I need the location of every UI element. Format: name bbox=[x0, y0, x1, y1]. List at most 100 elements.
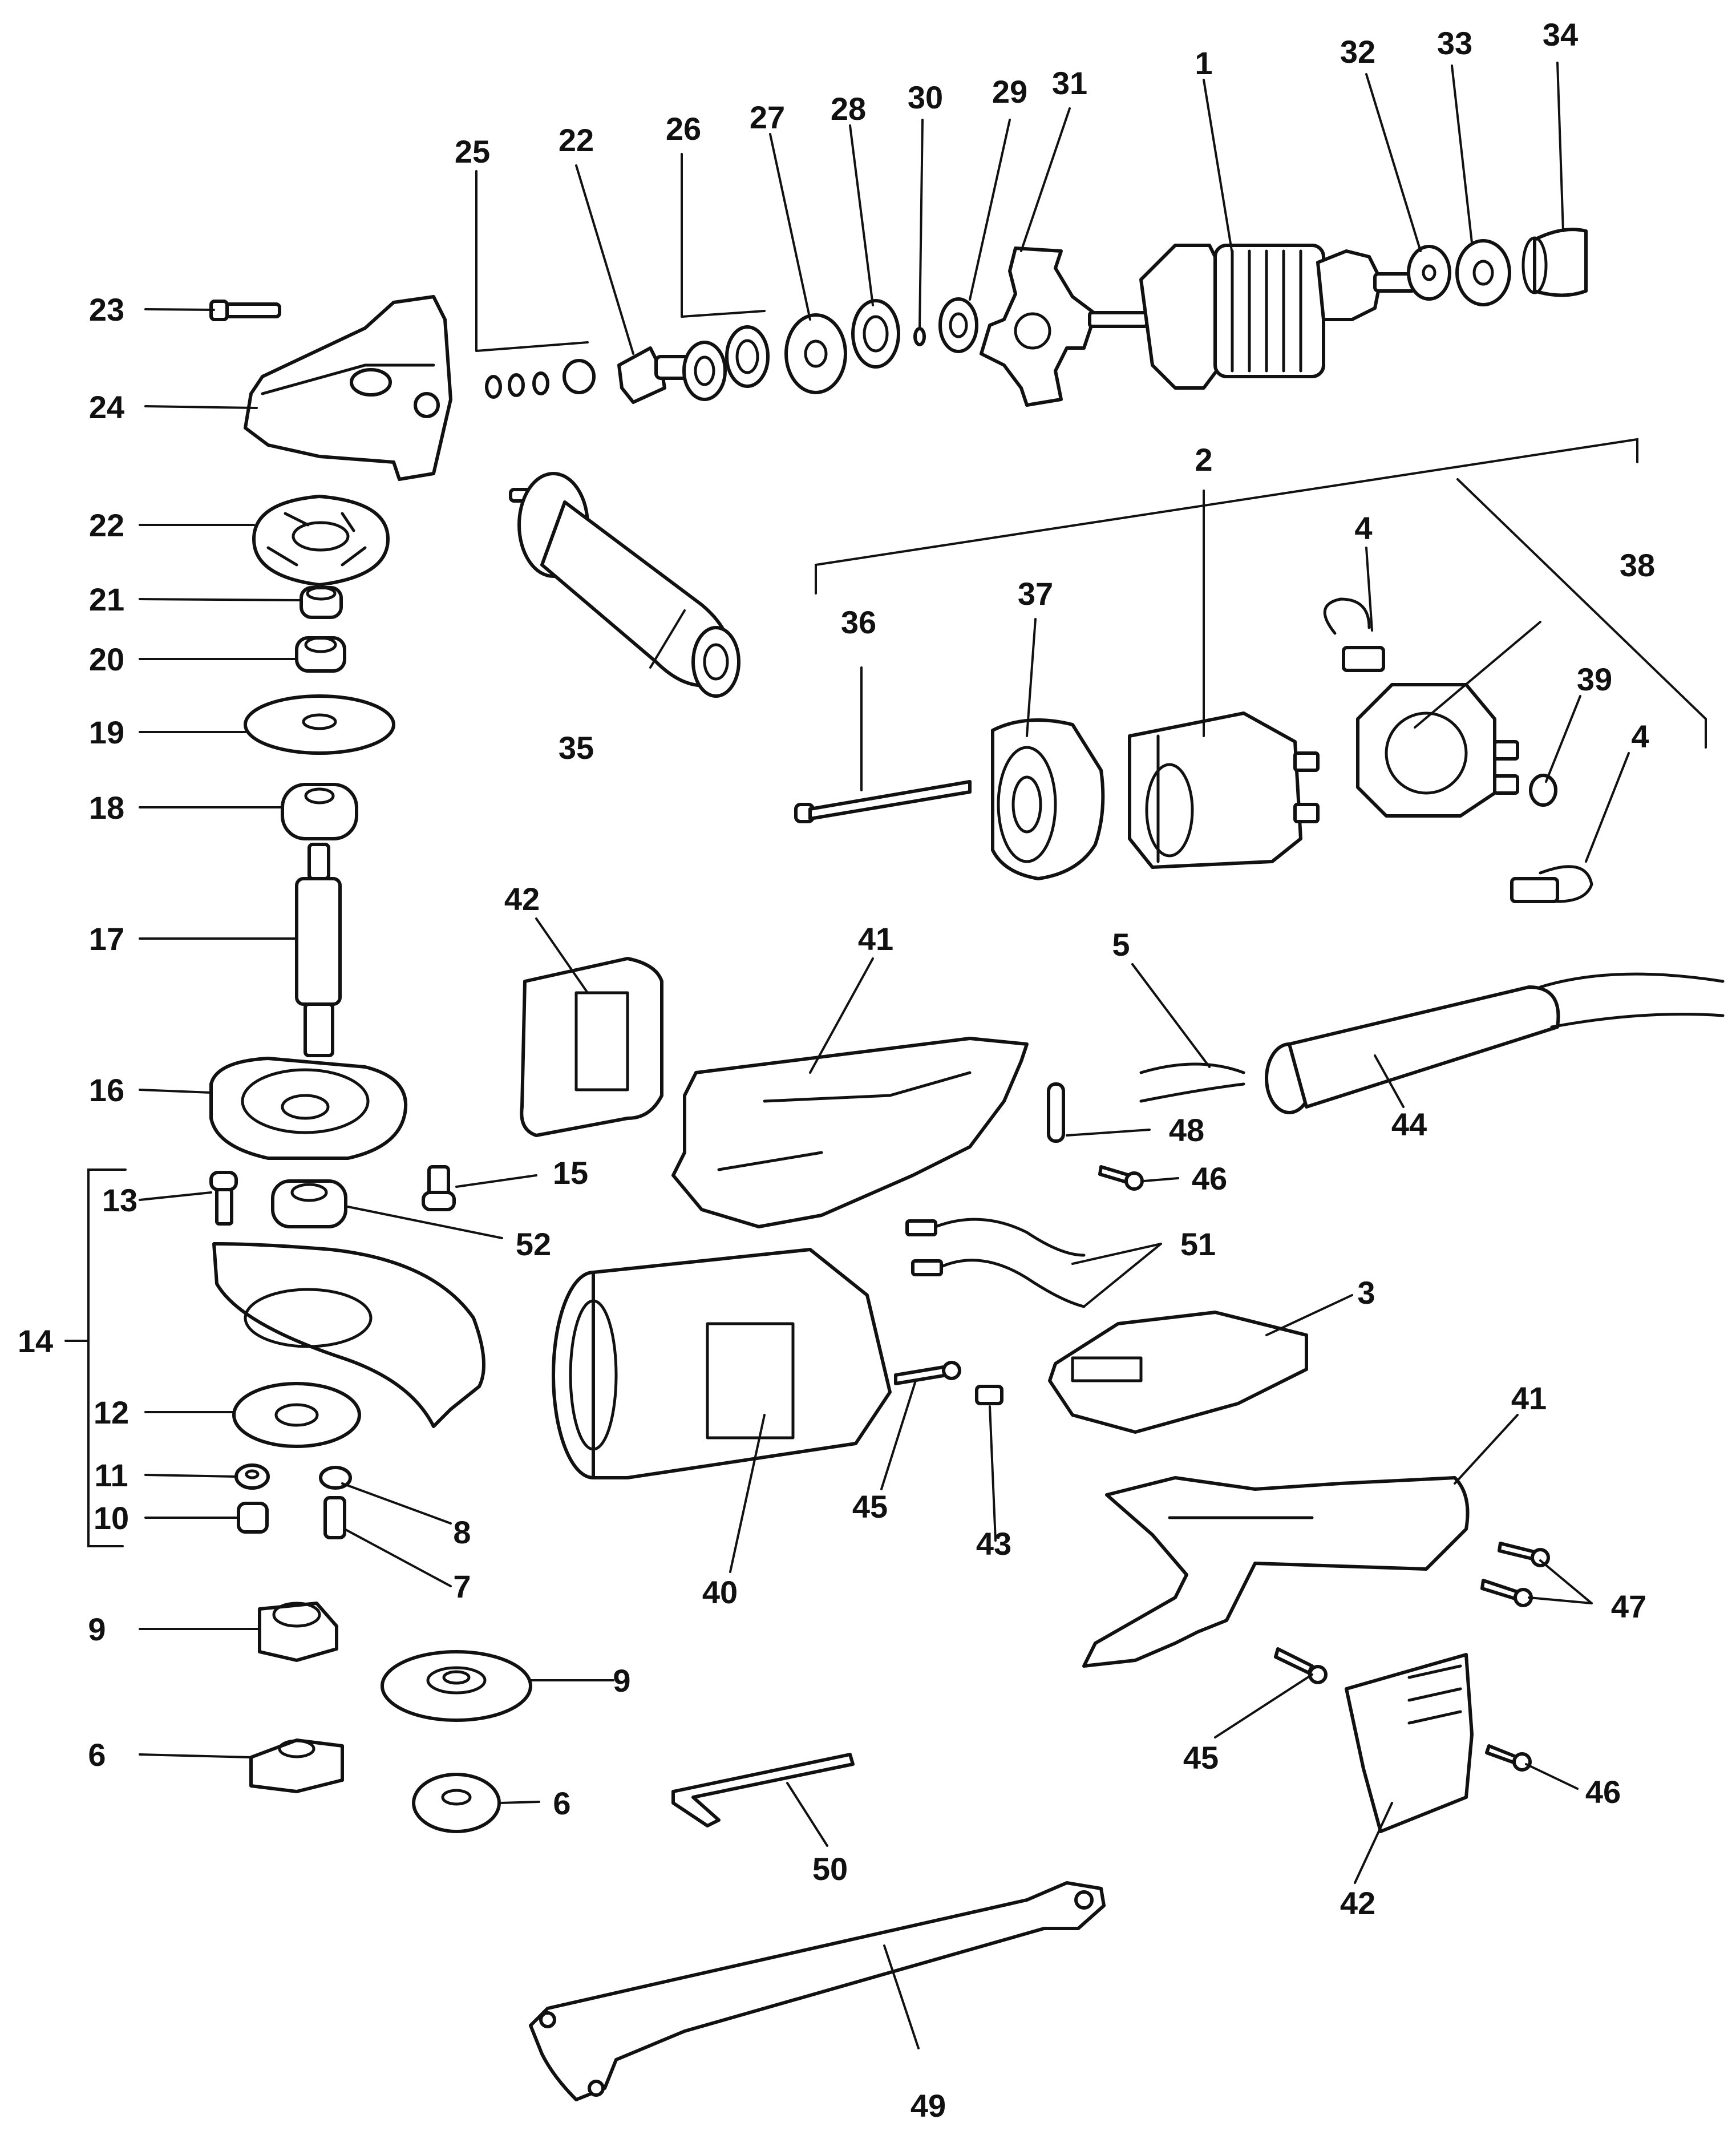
leader-lines bbox=[139, 62, 1630, 2049]
label-29: 29 bbox=[992, 74, 1027, 110]
label-8: 8 bbox=[453, 1514, 471, 1550]
label-2: 2 bbox=[1195, 442, 1212, 478]
label-39: 39 bbox=[1577, 661, 1612, 697]
part-2-stator bbox=[1128, 711, 1320, 869]
part-42-switch-cover-2 bbox=[1345, 1653, 1474, 1833]
label-27: 27 bbox=[750, 99, 785, 135]
label-1: 1 bbox=[1195, 45, 1212, 81]
part-25-spacers bbox=[485, 359, 596, 399]
label-30: 30 bbox=[908, 79, 943, 115]
part-17-spindle bbox=[295, 843, 342, 1057]
label-3: 3 bbox=[1357, 1275, 1375, 1311]
label-18: 18 bbox=[89, 790, 124, 826]
label-15: 15 bbox=[553, 1155, 588, 1191]
label-11: 11 bbox=[94, 1457, 128, 1493]
label-46-top: 46 bbox=[1192, 1161, 1227, 1196]
part-10-nut bbox=[237, 1502, 269, 1534]
label-49: 49 bbox=[911, 2088, 946, 2124]
part-4-carbon-brush-2 bbox=[1510, 865, 1593, 903]
label-41-top: 41 bbox=[858, 921, 893, 957]
part-37-end-shield bbox=[991, 718, 1105, 880]
part-44-cord-guard bbox=[1265, 972, 1725, 1114]
part-guard bbox=[212, 1242, 485, 1428]
part-40-motor-housing bbox=[552, 1248, 892, 1479]
part-36-screw bbox=[794, 780, 972, 823]
label-36: 36 bbox=[841, 604, 876, 640]
bracket-14 bbox=[64, 1168, 127, 1547]
part-26-bearing-pair bbox=[682, 325, 770, 401]
label-9-right: 9 bbox=[613, 1663, 630, 1699]
part-38-brush-holder bbox=[1356, 683, 1519, 818]
label-41-bottom: 41 bbox=[1511, 1380, 1547, 1416]
part-5-wires bbox=[1139, 1062, 1245, 1103]
part-6-flange-nut bbox=[249, 1738, 344, 1793]
part-4-carbon-brush bbox=[1323, 597, 1385, 672]
part-15-screw bbox=[422, 1165, 456, 1211]
part-22-bevel-gear bbox=[252, 495, 390, 587]
label-28: 28 bbox=[831, 91, 866, 127]
label-34: 34 bbox=[1543, 17, 1578, 52]
label-45-middle: 45 bbox=[852, 1489, 888, 1525]
label-37: 37 bbox=[1018, 576, 1053, 612]
label-35: 35 bbox=[559, 730, 594, 766]
label-20: 20 bbox=[89, 641, 124, 677]
label-4-right: 4 bbox=[1631, 718, 1649, 754]
label-46-bottom: 46 bbox=[1585, 1774, 1621, 1810]
part-51-wire-leads bbox=[905, 1218, 1086, 1308]
label-22-left: 22 bbox=[89, 507, 124, 543]
label-44: 44 bbox=[1391, 1106, 1427, 1142]
part-18-bearing bbox=[281, 783, 358, 840]
part-24-gear-housing bbox=[244, 295, 452, 481]
part-7-screw bbox=[323, 1496, 346, 1539]
part-35-side-handle bbox=[509, 472, 740, 698]
part-46-screw bbox=[1098, 1165, 1144, 1191]
part-6-flange-nut-2 bbox=[412, 1773, 501, 1833]
part-1-armature bbox=[1088, 244, 1417, 390]
part-45-screw-2 bbox=[1274, 1647, 1328, 1684]
label-43: 43 bbox=[976, 1526, 1011, 1562]
part-13-screw bbox=[209, 1171, 238, 1226]
label-25: 25 bbox=[455, 134, 490, 169]
part-47-screw-a bbox=[1498, 1542, 1550, 1567]
part-23-screw bbox=[209, 300, 281, 321]
part-16-gear-cover bbox=[209, 1057, 408, 1160]
part-46-screw-2 bbox=[1485, 1744, 1532, 1772]
part-19-washer bbox=[244, 694, 395, 755]
part-29-washer bbox=[938, 297, 978, 353]
label-14: 14 bbox=[18, 1323, 53, 1359]
part-3-switch bbox=[1048, 1311, 1308, 1434]
label-47: 47 bbox=[1611, 1588, 1646, 1624]
part-48-clip bbox=[1047, 1082, 1065, 1143]
part-39-brush-spring bbox=[1529, 774, 1557, 807]
label-9-left: 9 bbox=[88, 1611, 106, 1647]
label-7: 7 bbox=[453, 1568, 471, 1604]
part-45-screw bbox=[894, 1361, 961, 1385]
part-34-bearing-sleeve bbox=[1521, 228, 1588, 297]
label-40: 40 bbox=[702, 1574, 738, 1610]
label-16: 16 bbox=[89, 1072, 124, 1108]
label-26: 26 bbox=[666, 111, 701, 147]
label-24: 24 bbox=[89, 389, 124, 425]
part-52-flange bbox=[271, 1179, 347, 1228]
part-50-hex-key bbox=[671, 1753, 855, 1827]
label-17: 17 bbox=[89, 921, 124, 957]
part-33-bearing bbox=[1455, 239, 1511, 306]
label-32: 32 bbox=[1340, 34, 1375, 70]
part-12-clamp-ring bbox=[232, 1382, 361, 1448]
part-20-ring bbox=[295, 636, 346, 673]
label-42-top: 42 bbox=[504, 881, 540, 917]
part-9-nut bbox=[258, 1602, 338, 1662]
label-4-top: 4 bbox=[1354, 510, 1372, 546]
label-51: 51 bbox=[1180, 1226, 1216, 1262]
label-13: 13 bbox=[102, 1182, 137, 1218]
label-33: 33 bbox=[1437, 25, 1472, 61]
label-45-bottom: 45 bbox=[1183, 1740, 1219, 1776]
label-6-left: 6 bbox=[88, 1737, 106, 1773]
label-23: 23 bbox=[89, 292, 124, 327]
part-30-circlip bbox=[913, 327, 926, 346]
bracket-2 bbox=[815, 438, 1638, 595]
label-22-top: 22 bbox=[559, 122, 594, 158]
part-41-handle-lower bbox=[1082, 1476, 1470, 1668]
part-labels: 1 32 33 34 31 29 30 28 27 26 22 25 23 24… bbox=[18, 17, 1655, 2124]
